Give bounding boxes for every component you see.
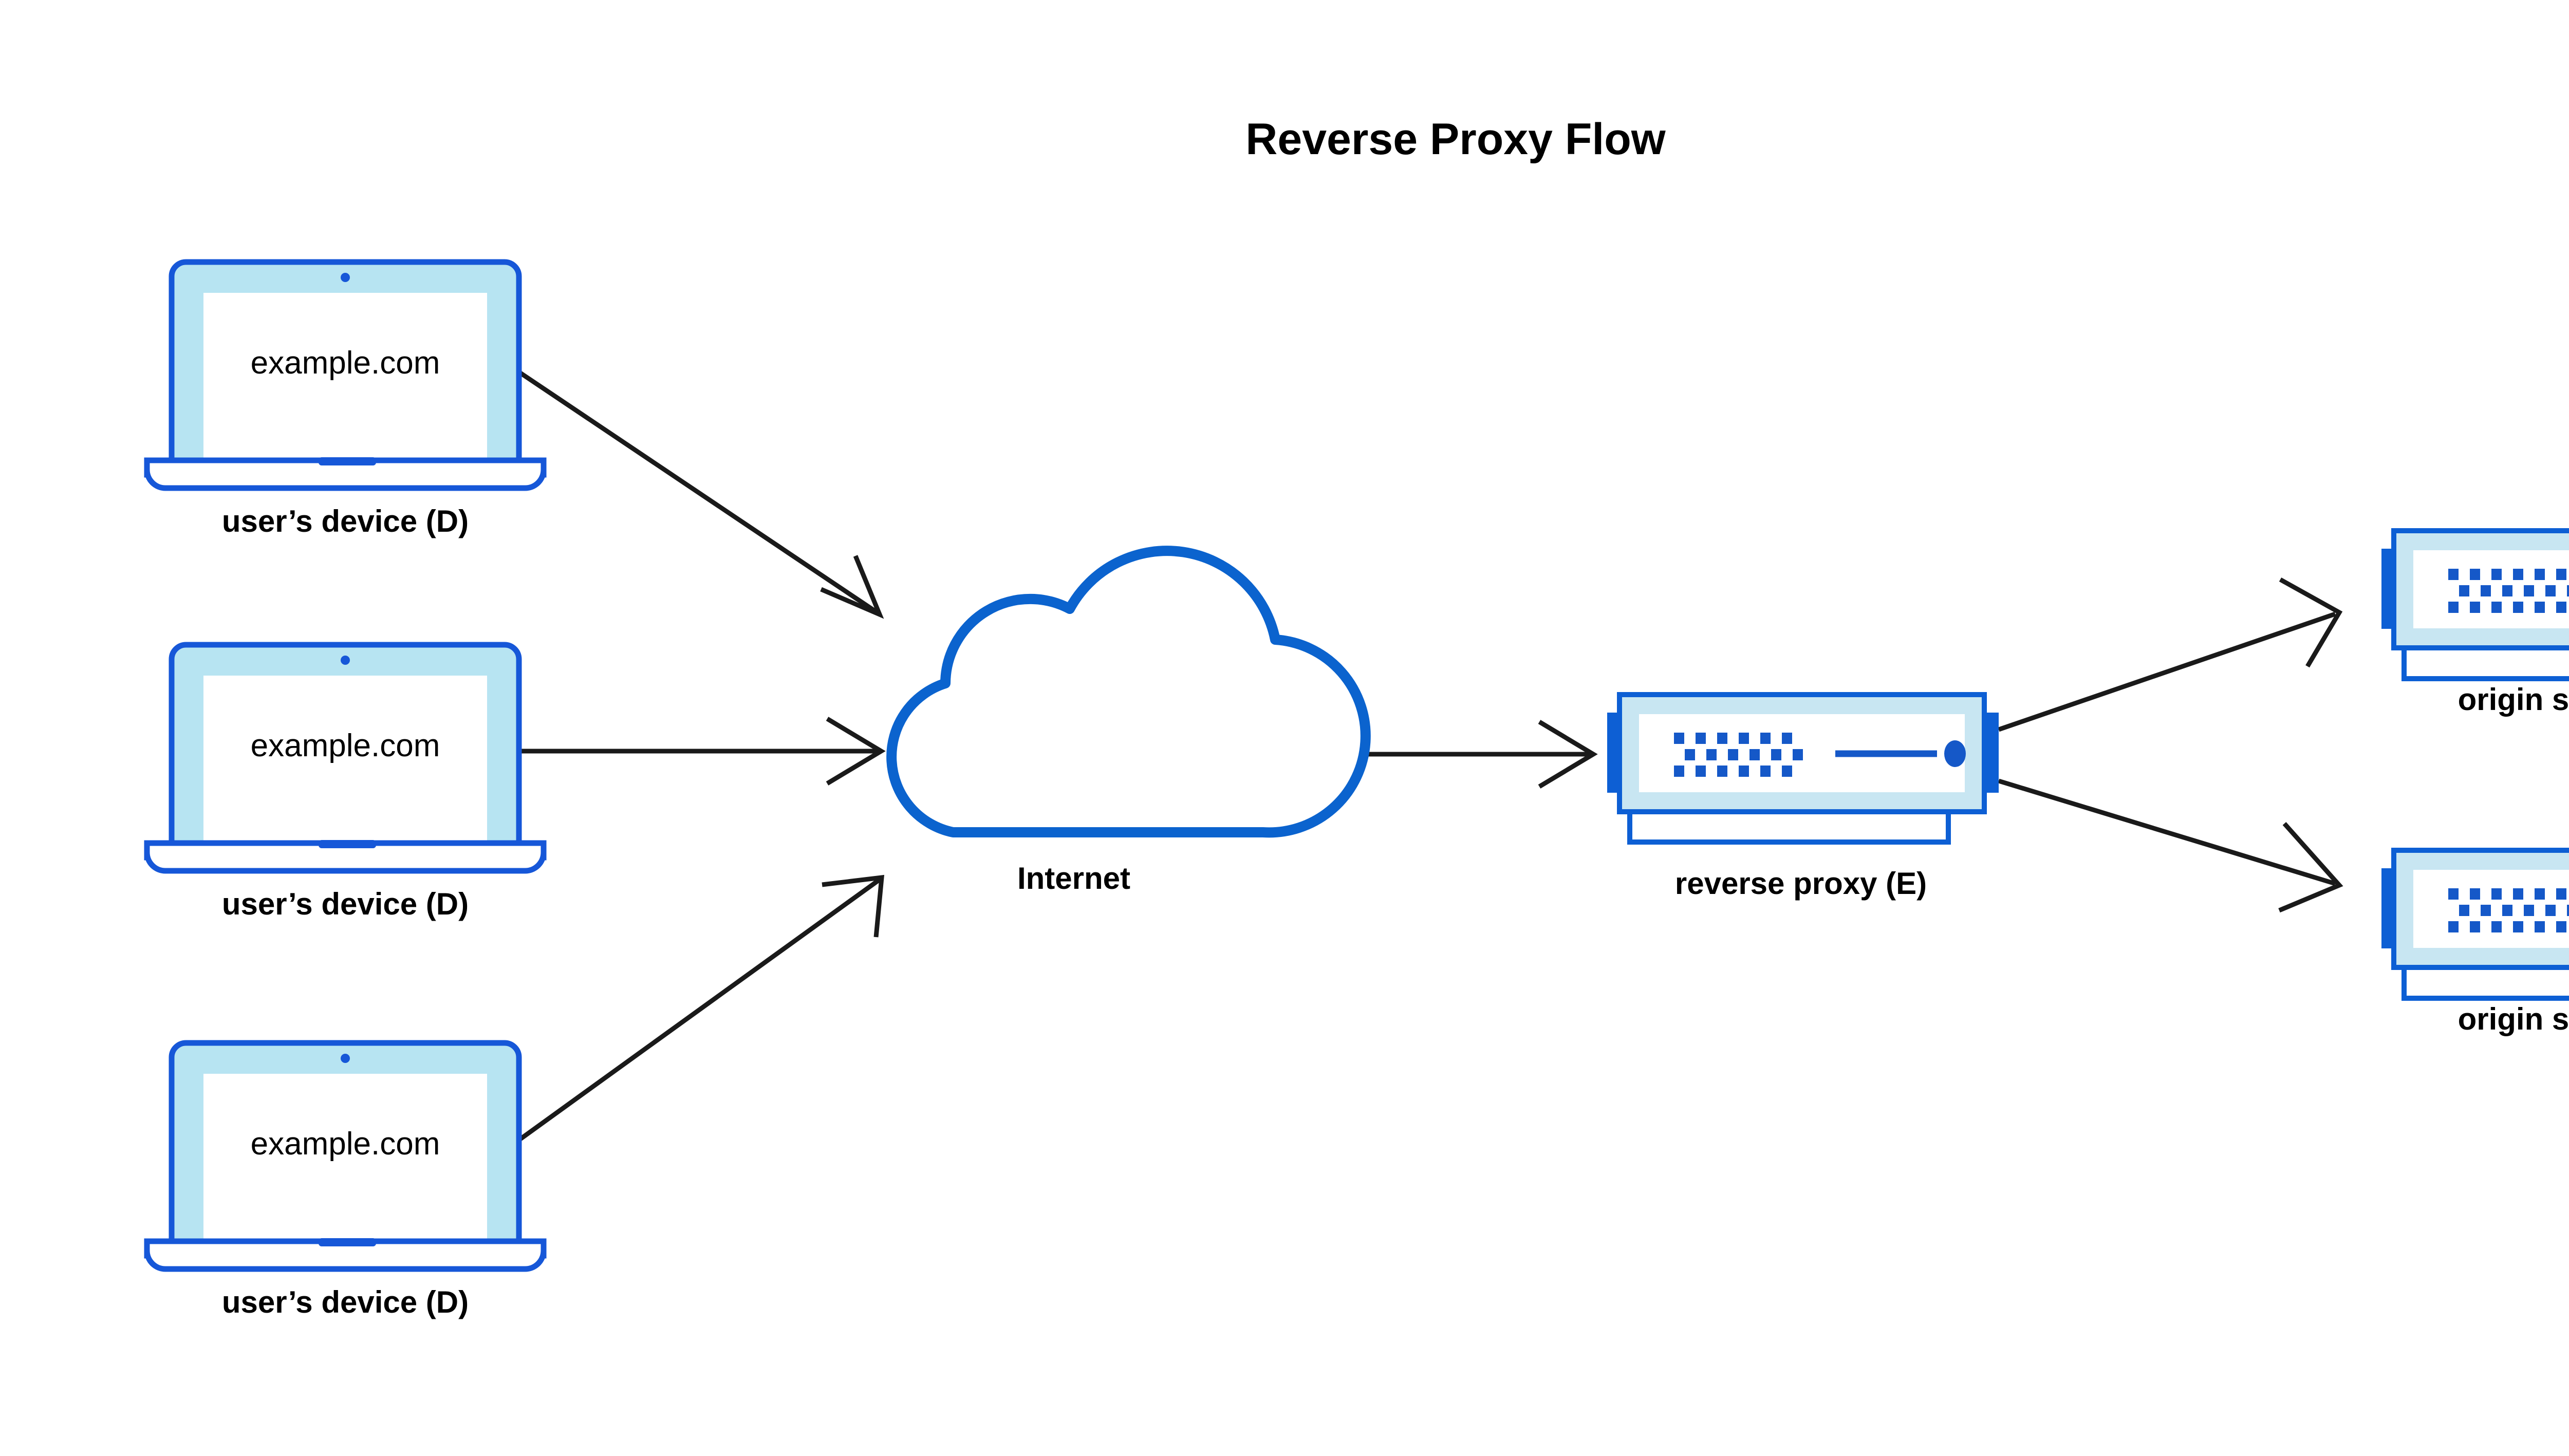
laptop-screen-text: example.com (251, 728, 440, 763)
flow-arrows (508, 364, 2343, 1149)
node-user-device-1[interactable]: example.com user’s device (D) (144, 259, 547, 538)
server-dot-grid (1674, 733, 1803, 777)
node-label-internet: Internet (1017, 861, 1130, 895)
node-origin-server-1[interactable]: origin server (F) (2381, 528, 2569, 717)
flow-arrow-proxy-to-origin1 (1998, 577, 2343, 732)
flow-arrow-device2-to-internet (510, 717, 886, 786)
page-title: Reverse Proxy Flow (1245, 115, 1666, 164)
laptop-screen-text: example.com (251, 345, 440, 381)
cloud-icon (886, 546, 1371, 838)
node-label-user-device: user’s device (D) (222, 504, 469, 538)
server-icon (2381, 848, 2569, 1001)
flow-arrow-proxy-to-origin2 (1998, 778, 2343, 913)
flow-arrow-device3-to-internet (508, 874, 885, 1149)
laptop-icon (144, 1040, 547, 1272)
server-icon (2381, 528, 2569, 681)
node-user-device-2[interactable]: example.com user’s device (D) (144, 642, 547, 921)
node-user-device-3[interactable]: example.com user’s device (D) (144, 1040, 547, 1319)
server-dot-grid (2448, 888, 2569, 932)
server-icon (1607, 692, 1999, 845)
laptop-screen-text: example.com (251, 1126, 440, 1162)
node-label-reverse-proxy: reverse proxy (E) (1675, 866, 1927, 901)
flow-arrow-device1-to-internet (508, 364, 884, 619)
laptop-icon (144, 642, 547, 874)
node-origin-server-2[interactable]: origin server (F) (2381, 848, 2569, 1036)
node-label-user-device: user’s device (D) (222, 887, 469, 921)
laptop-icon (144, 259, 547, 491)
node-internet[interactable]: Internet (886, 546, 1371, 895)
server-dot-grid (2448, 569, 2569, 613)
node-label-origin-server: origin server (F) (2458, 1002, 2569, 1036)
node-label-user-device: user’s device (D) (222, 1285, 469, 1319)
node-label-origin-server: origin server (F) (2458, 682, 2569, 717)
node-reverse-proxy[interactable]: reverse proxy (E) (1607, 692, 1999, 901)
